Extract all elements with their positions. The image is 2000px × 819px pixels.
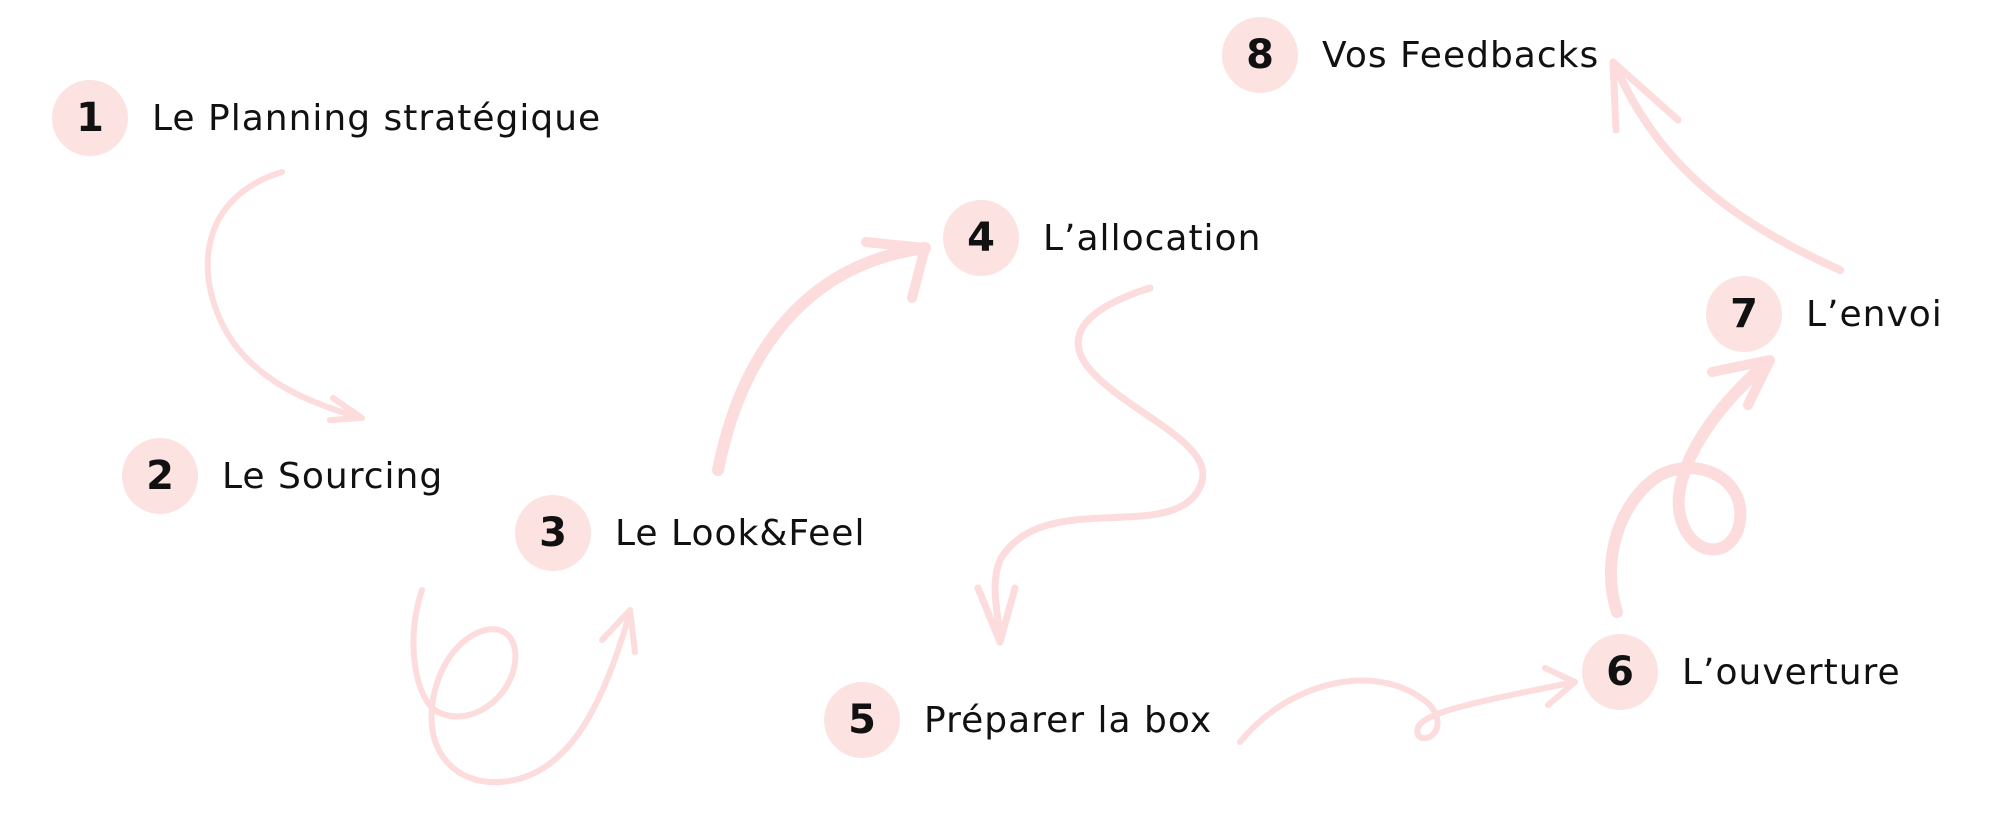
step-number-badge: 6 [1582,634,1658,710]
step-4: 4 L’allocation [943,200,1261,276]
step-number-badge: 2 [122,438,198,514]
arrow-6-to-7 [1604,355,1775,618]
step-label: L’envoi [1806,293,1943,335]
arrow-4-to-5 [974,284,1207,646]
step-label: Le Planning stratégique [152,97,602,139]
step-7: 7 L’envoi [1706,276,1943,352]
step-8: 8 Vos Feedbacks [1222,17,1599,93]
step-3: 3 Le Look&Feel [515,495,865,571]
arrow-7-to-8 [1609,58,1844,274]
arrow-3-to-4 [712,237,931,476]
step-label: L’allocation [1043,217,1262,259]
step-label: Le Look&Feel [615,512,866,554]
step-6: 6 L’ouverture [1582,634,1901,710]
step-number-badge: 1 [52,80,128,156]
step-1: 1 Le Planning stratégique [52,80,601,156]
arrow-1-to-2 [204,169,365,423]
step-label: Vos Feedbacks [1322,34,1600,76]
step-5: 5 Préparer la box [824,682,1212,758]
step-number-badge: 5 [824,682,900,758]
arrow-2-to-3 [410,587,638,786]
step-number-badge: 4 [943,200,1019,276]
step-number-badge: 3 [515,495,591,571]
step-label: L’ouverture [1682,651,1901,693]
step-number-badge: 8 [1222,17,1298,93]
step-label: Préparer la box [924,699,1213,741]
arrow-5-to-6 [1237,665,1578,745]
step-label: Le Sourcing [222,455,444,497]
step-2: 2 Le Sourcing [122,438,443,514]
step-number-badge: 7 [1706,276,1782,352]
